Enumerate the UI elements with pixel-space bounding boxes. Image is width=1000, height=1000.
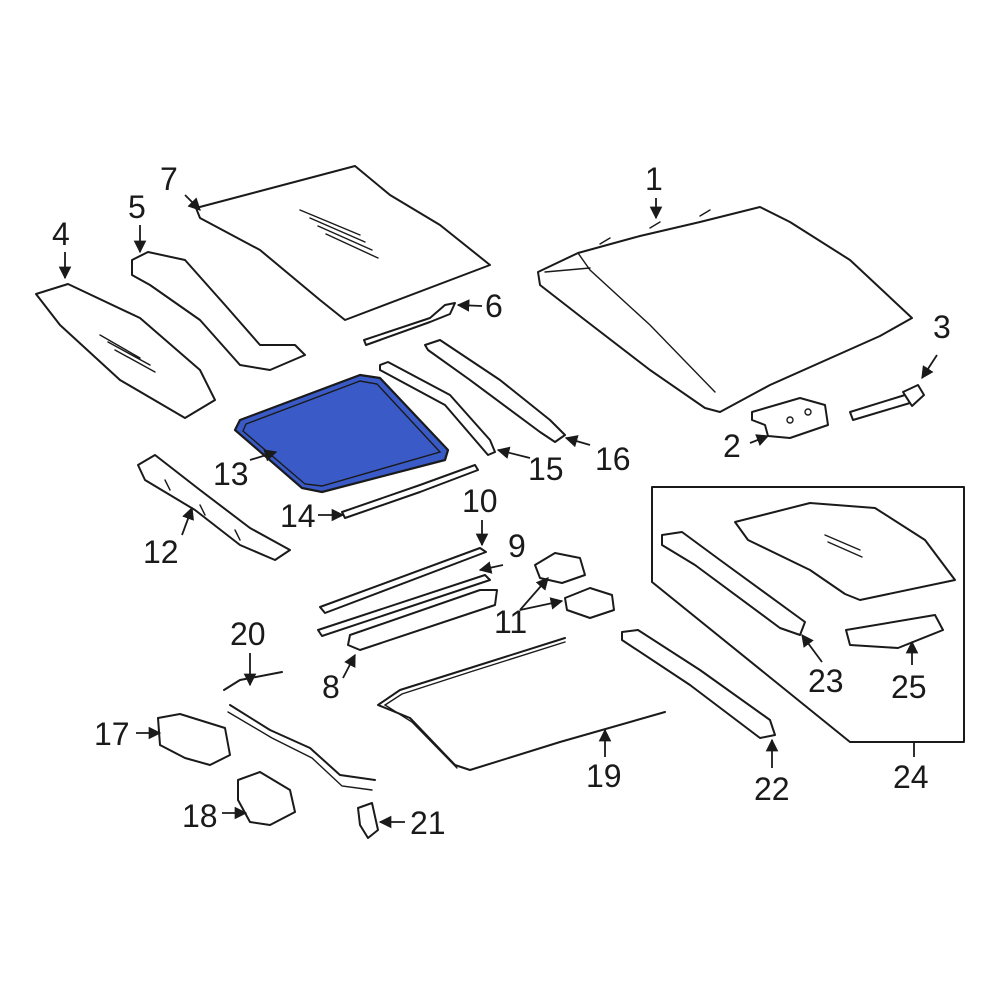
callout-3: 3	[933, 309, 951, 345]
callout-6: 6	[485, 288, 503, 324]
part-22-guide-bar[interactable]	[621, 629, 776, 739]
callout-23: 23	[808, 663, 844, 699]
part-25-rear-rail[interactable]	[845, 614, 944, 649]
part-6-cable[interactable]	[363, 302, 456, 346]
part-3-drive-rod[interactable]	[849, 384, 925, 421]
part-2-bracket[interactable]	[751, 397, 829, 439]
part-7-front-glass[interactable]	[195, 165, 491, 321]
part-16-guide-rail[interactable]	[424, 339, 566, 443]
callout-8: 8	[322, 669, 340, 705]
part-4-rear-glass[interactable]	[35, 283, 216, 419]
callout-17: 17	[94, 716, 130, 752]
part-24-assembly-box	[651, 486, 965, 743]
callout-labels: 1 2 3 4 5 6 7 8 9 10 11 12 13 14 15 16 1…	[52, 161, 951, 841]
callout-7: 7	[160, 161, 178, 197]
part-12-frame-bar[interactable]	[137, 454, 291, 561]
callout-10: 10	[462, 483, 498, 519]
part-21-clip[interactable]	[357, 802, 379, 839]
callout-25: 25	[891, 669, 927, 705]
callout-20: 20	[230, 616, 266, 652]
callout-11: 11	[494, 604, 527, 640]
part-9-lower-strip[interactable]	[317, 574, 491, 637]
part-15-seal-strip[interactable]	[379, 361, 496, 456]
callout-2: 2	[723, 428, 741, 464]
part-17-motor[interactable]	[157, 713, 231, 766]
part-10-upper-strip[interactable]	[319, 547, 487, 614]
assembly-glass[interactable]	[734, 502, 956, 601]
callout-14: 14	[280, 498, 316, 534]
part-1-roof-panel[interactable]	[537, 206, 913, 413]
callout-21: 21	[410, 805, 446, 841]
callout-5: 5	[128, 189, 146, 225]
callout-24: 24	[893, 759, 929, 795]
callout-16: 16	[595, 441, 631, 477]
leader-lines	[58, 194, 938, 829]
callout-15: 15	[528, 451, 564, 487]
part-5-deflector[interactable]	[131, 251, 306, 371]
callout-19: 19	[586, 758, 622, 794]
part-13-sunroof-seal[interactable]	[233, 373, 450, 494]
part-23-cross-member[interactable]	[661, 531, 806, 636]
callout-13: 13	[213, 456, 249, 492]
callout-4: 4	[52, 216, 70, 252]
part-8-front-rail[interactable]	[347, 589, 498, 651]
part-14-trim-strip[interactable]	[341, 464, 479, 519]
part-18-housing[interactable]	[237, 771, 296, 826]
part-19-drain-tube[interactable]	[377, 637, 666, 771]
part-20-cable-set[interactable]	[223, 671, 376, 791]
callout-1: 1	[645, 161, 663, 197]
callout-12: 12	[143, 534, 179, 570]
callout-22: 22	[754, 771, 790, 807]
callout-18: 18	[182, 798, 218, 834]
callout-9: 9	[508, 528, 526, 564]
part-11-clips[interactable]	[534, 552, 615, 619]
